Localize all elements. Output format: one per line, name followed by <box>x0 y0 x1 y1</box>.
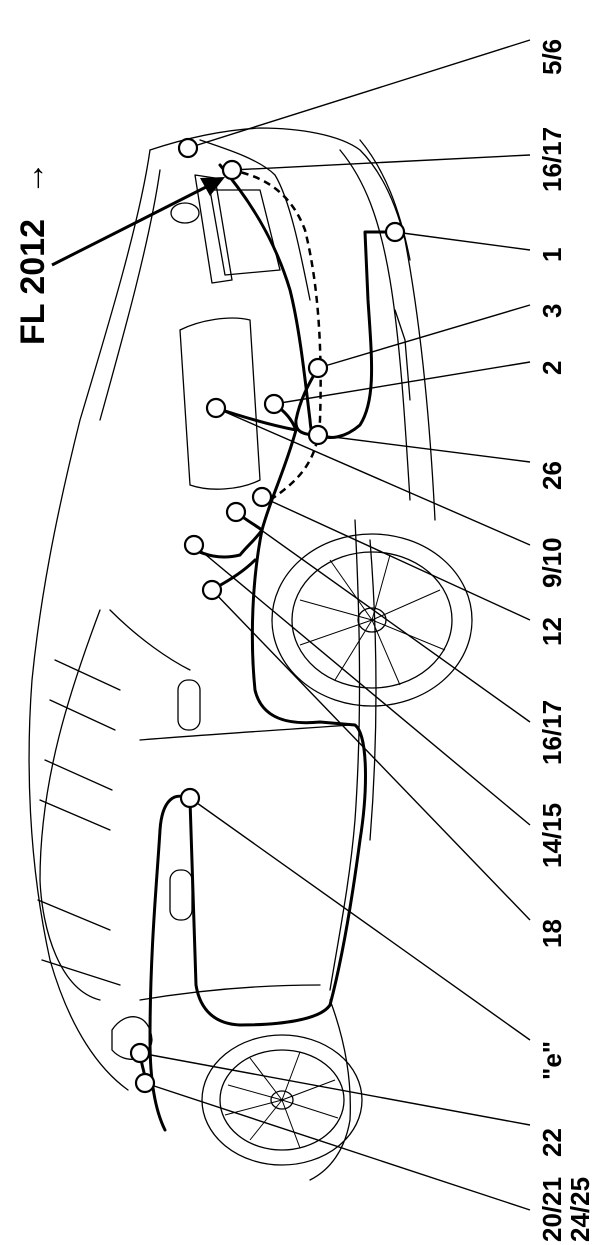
connector-16-17-top <box>221 159 243 181</box>
connector-20-21 <box>134 1072 156 1094</box>
label-20-21: 20/21 <box>537 1177 567 1242</box>
connector-1 <box>384 221 406 243</box>
front-wheel <box>201 999 363 1181</box>
connector-18 <box>201 579 223 601</box>
label-22: 22 <box>537 1128 567 1157</box>
connector-e <box>179 787 201 809</box>
connector-16-17 <box>225 501 247 523</box>
label-5-6: 5/6 <box>537 39 567 75</box>
label-9-10: 9/10 <box>537 537 567 588</box>
connector-2 <box>263 393 285 415</box>
label-24-25: 24/25 <box>565 1177 594 1242</box>
car-body <box>28 127 436 1091</box>
title-text: FL 2012 <box>14 219 52 345</box>
label-14-15: 14/15 <box>537 803 567 868</box>
connector-12 <box>251 486 273 508</box>
connector-3 <box>307 357 329 379</box>
label-e: "e" <box>537 1041 567 1080</box>
connectors <box>129 137 406 1094</box>
label-26: 26 <box>537 461 567 490</box>
label-2: 2 <box>537 361 567 375</box>
connector-5-6 <box>177 137 199 159</box>
label-16-17-top: 16/17 <box>537 127 567 192</box>
fl2012-title: FL 2012 → <box>14 161 52 345</box>
fl2012-harness-route <box>229 168 322 502</box>
rear-wheel <box>271 533 473 707</box>
label-18: 18 <box>537 919 567 948</box>
title-arrow-icon: → <box>14 161 52 195</box>
label-16-17: 16/17 <box>537 700 567 765</box>
label-3: 3 <box>537 304 567 318</box>
leader-lines <box>51 39 531 1211</box>
connector-22 <box>129 1042 151 1064</box>
connector-9-10 <box>205 397 227 419</box>
connector-14-15 <box>183 534 205 556</box>
label-1: 1 <box>537 248 567 262</box>
connector-26 <box>307 424 329 446</box>
label-12: 12 <box>537 617 567 646</box>
callout-labels: 5/6 16/17 1 3 2 26 9/10 12 16/17 14/15 1… <box>537 39 594 1242</box>
